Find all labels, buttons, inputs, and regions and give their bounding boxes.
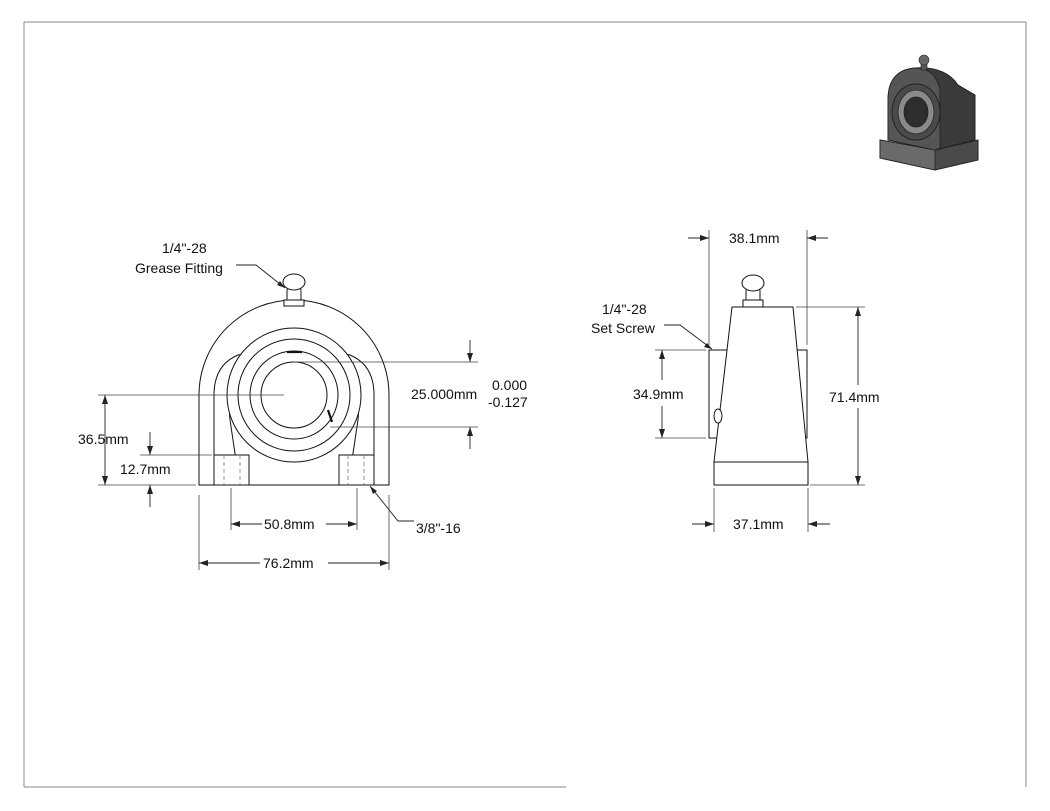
bore-diameter-label: 25.000mm	[411, 386, 477, 402]
center-height-label: 36.5mm	[78, 431, 129, 447]
base-pad-left	[213, 454, 250, 486]
base-depth-label: 37.1mm	[733, 516, 784, 532]
overall-height-label: 71.4mm	[829, 389, 880, 405]
set-screw	[713, 408, 723, 424]
bore-tolerance-lower: -0.127	[488, 394, 528, 410]
bolt-spacing-label: 50.8mm	[264, 516, 315, 532]
sheet-border	[23, 21, 1027, 788]
side-dimensions: 38.1mm 1/4"-28 Set Screw 34.9mm 71.4mm 3…	[591, 230, 880, 532]
front-view	[198, 273, 390, 486]
base-height-label: 12.7mm	[120, 461, 171, 477]
grease-fitting-label-2: Grease Fitting	[135, 260, 223, 276]
grease-fitting-label-1: 1/4"-28	[162, 240, 207, 256]
overall-width-label: 76.2mm	[263, 555, 314, 571]
set-screw-label-2: Set Screw	[591, 320, 656, 336]
top-width-label: 38.1mm	[729, 230, 780, 246]
isometric-view	[879, 54, 979, 171]
side-view	[708, 274, 809, 486]
side-housing	[713, 306, 809, 463]
grease-fitting	[282, 273, 306, 307]
bore-tolerance-upper: 0.000	[492, 377, 527, 393]
set-screw-label-1: 1/4"-28	[602, 301, 647, 317]
collar-width-label: 34.9mm	[633, 386, 684, 402]
side-base	[713, 461, 809, 486]
front-dimensions: 1/4"-28 Grease Fitting 25.000mm 0.000 -0…	[78, 240, 528, 571]
base-pad-right	[338, 454, 375, 486]
bolt-thread-label: 3/8"-16	[416, 520, 461, 536]
side-grease-fitting	[741, 274, 765, 308]
